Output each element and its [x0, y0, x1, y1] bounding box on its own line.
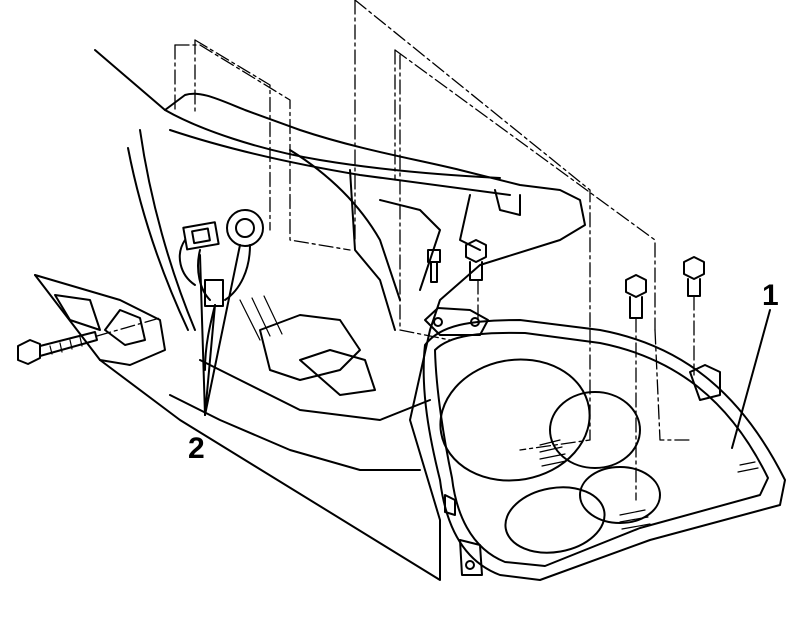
bolt [625, 274, 647, 319]
guide-lines [96, 0, 695, 501]
bolt [683, 256, 705, 297]
stud [427, 249, 441, 283]
mounting-bolts [427, 239, 705, 319]
headlamp-assembly [422, 307, 786, 581]
callout-label-1: 1 [762, 279, 779, 312]
wiring-connectors [178, 209, 264, 371]
side-bolt [17, 331, 98, 365]
bolt [465, 239, 487, 281]
callout-leaders [199, 244, 771, 449]
vehicle-body-panel [34, 49, 586, 581]
callout-label-2: 2 [188, 432, 205, 465]
